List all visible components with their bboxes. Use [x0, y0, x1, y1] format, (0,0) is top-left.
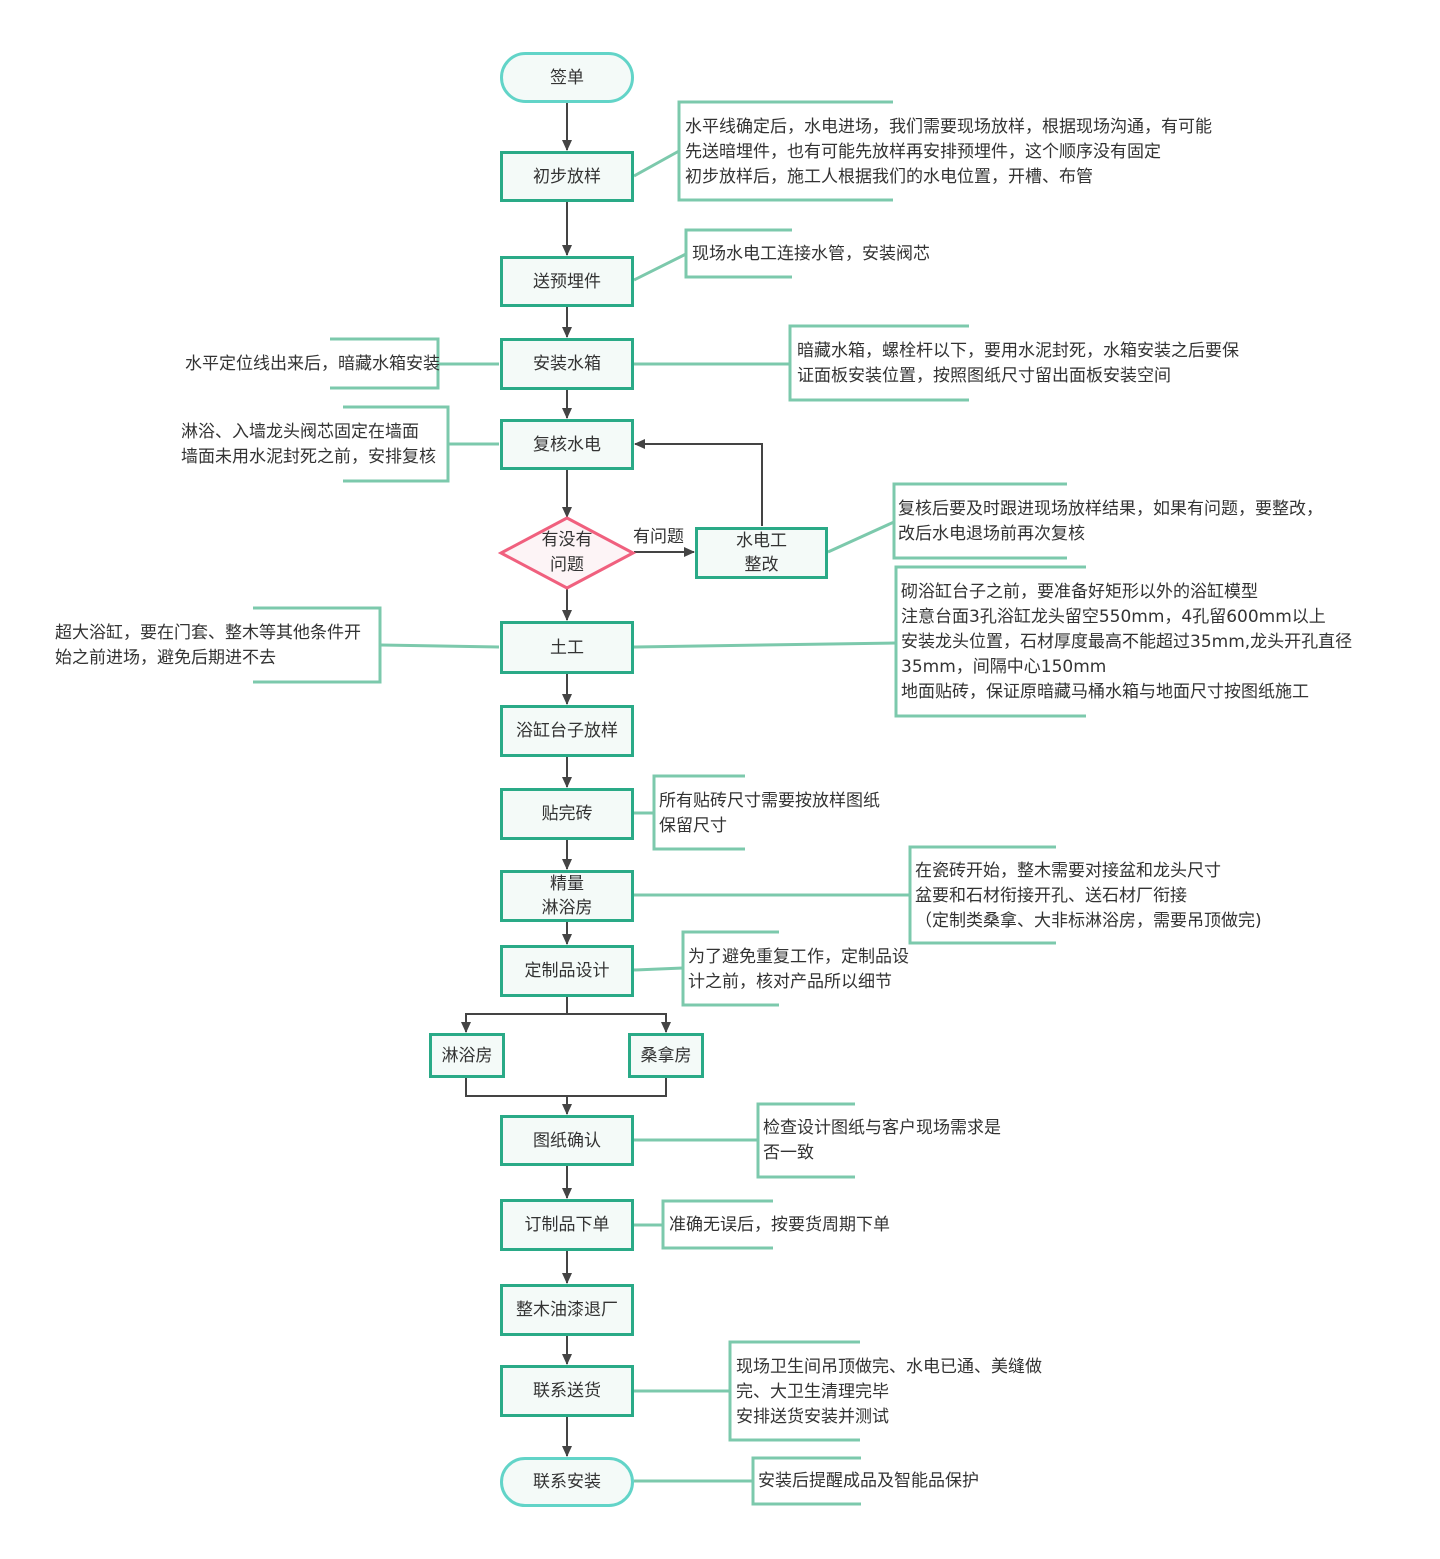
arrow-sauna-to-confirm [567, 1078, 667, 1097]
node-exit-crafts: 整木油漆退厂 [500, 1284, 634, 1336]
bracket-install-note [751, 1456, 861, 1506]
connector-civil-right [633, 641, 897, 649]
note-custom-design: 为了避免重复工作，定制品设 计之前，核对产品所以细节 [688, 947, 909, 992]
bracket-measure-note [908, 845, 1056, 945]
node-order: 订制品下单 [500, 1199, 634, 1251]
node-recheck: 复核水电 [500, 419, 634, 470]
edge-label-has-problem: 有问题 [633, 527, 684, 547]
note-recheck-left: 淋浴、入墙龙头阀芯固定在墙面 墙面未用水泥封死之前，安排复核 [181, 422, 436, 467]
bracket-confirm-note [756, 1102, 855, 1179]
node-shower-room: 淋浴房 [429, 1033, 505, 1078]
note-brackets [253, 100, 1086, 1506]
node-civil: 土工 [500, 621, 634, 674]
bracket-layout-note [677, 100, 893, 202]
arrow-fix-to-recheck [634, 439, 763, 526]
bracket-order-note [661, 1199, 773, 1250]
connector-design-note [633, 966, 684, 972]
arrow-design-to-sauna [567, 1013, 671, 1033]
arrow-design-to-shower [461, 997, 568, 1033]
note-drawing-confirm: 检查设计图纸与客户现场需求是 否一致 [763, 1118, 1001, 1163]
connector-fix-note [827, 520, 895, 554]
bracket-embed-note [684, 228, 792, 279]
decision-diamond-shape [497, 516, 637, 590]
node-decision-label: 有没有 问题 [541, 530, 593, 575]
note-initial-layout: 水平线确定后，水电进场，我们需要现场放样，根据现场沟通，有可能 先送暗埋件，也有… [685, 117, 1212, 187]
node-embed-parts: 送预埋件 [500, 256, 634, 307]
bracket-delivery-note [728, 1340, 860, 1442]
node-delivery: 联系送货 [500, 1365, 634, 1417]
node-fix: 水电工 整改 [695, 527, 828, 579]
note-tiling: 所有贴砖尺寸需要按放样图纸 保留尺寸 [659, 791, 880, 836]
note-civil-right: 砌浴缸台子之前，要准备好矩形以外的浴缸模型 注意台面3孔浴缸龙头留空550mm，… [901, 582, 1353, 702]
connector-layout-note [633, 149, 680, 178]
connector-embed-note [633, 252, 687, 282]
bracket-fix-note [892, 482, 1067, 560]
node-sauna-room: 桑拿房 [628, 1033, 704, 1078]
note-embed-parts: 现场水电工连接水管，安装阀芯 [692, 244, 930, 264]
arrow-shower-to-confirm [465, 1078, 572, 1115]
bracket-design-note [681, 930, 779, 1007]
node-tiling: 贴完砖 [500, 788, 634, 840]
flow-arrows [461, 103, 763, 1457]
note-install: 安装后提醒成品及智能品保护 [758, 1471, 979, 1491]
bracket-tank-left [330, 337, 440, 390]
bracket-civil-right [894, 565, 1086, 718]
node-install-tank: 安装水箱 [500, 338, 634, 390]
node-measure: 精量 淋浴房 [500, 870, 634, 922]
bracket-recheck-left [343, 405, 450, 483]
node-tub-layout: 浴缸台子放样 [500, 705, 634, 757]
node-install: 联系安装 [500, 1457, 634, 1507]
note-measure: 在瓷砖开始，整木需要对接盆和龙头尺寸 盆要和石材衔接开孔、送石材厂衔接 （定制类… [915, 861, 1262, 931]
note-fix: 复核后要及时跟进现场放样结果，如果有问题，要整改， 改后水电退场前再次复核 [898, 499, 1323, 544]
bracket-tiling-note [652, 774, 745, 851]
bracket-civil-left [253, 606, 382, 684]
note-install-tank-right: 暗藏水箱，螺栓杆以下，要用水泥封死，水箱安装之后要保 证面板安装位置，按照图纸尺… [797, 341, 1239, 386]
node-custom-design: 定制品设计 [500, 945, 634, 997]
note-install-tank-left: 水平定位线出来后，暗藏水箱安装 [185, 354, 440, 374]
node-drawing-confirm: 图纸确认 [500, 1115, 634, 1166]
note-delivery: 现场卫生间吊顶做完、水电已通、美缝做 完、大卫生清理完毕 安排送货安装并测试 [736, 1357, 1042, 1427]
note-civil-left: 超大浴缸，要在门套、整木等其他条件开 始之前进场，避免后期进不去 [55, 623, 361, 668]
note-order: 准确无误后，按要货周期下单 [669, 1215, 890, 1235]
connector-civil-left [379, 643, 500, 649]
node-initial-layout: 初步放样 [500, 151, 634, 202]
bracket-tank-right [788, 324, 969, 402]
node-sign: 签单 [500, 52, 634, 103]
